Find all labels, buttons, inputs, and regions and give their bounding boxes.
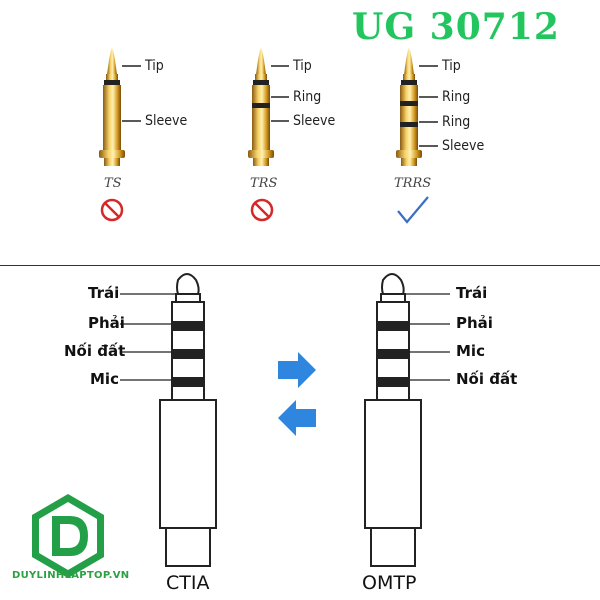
- omtp-label-right: Phải: [456, 314, 493, 332]
- trs-type: TRS: [250, 176, 278, 191]
- ctia-jack: [159, 273, 217, 567]
- arrow-left-icon: [278, 400, 316, 436]
- trrs-label-sleeve: Sleeve: [442, 138, 485, 154]
- ctia-label-left: Trái: [88, 284, 120, 302]
- trrs-label-tip: Tip: [442, 58, 461, 74]
- omtp-label-mic: Mic: [456, 342, 485, 360]
- arrow-right-icon: [278, 352, 316, 388]
- trrs-label-ring-2: Ring: [442, 114, 471, 130]
- ts-type: TS: [104, 176, 122, 191]
- brand-logo: [32, 494, 104, 578]
- ts-label-tip: Tip: [145, 58, 164, 74]
- no-icon: [100, 198, 124, 222]
- ctia-label-ground: Nối đất: [64, 342, 126, 360]
- ts-label-sleeve: Sleeve: [145, 113, 188, 129]
- omtp-label-left: Trái: [456, 284, 488, 302]
- trs-label-sleeve: Sleeve: [293, 113, 336, 129]
- trrs-type: TRRS: [394, 176, 432, 191]
- jack-diagram: [32, 273, 450, 578]
- ctia-label-right: Phải: [88, 314, 125, 332]
- trs-label-ring: Ring: [293, 89, 322, 105]
- no-icon: [250, 198, 274, 222]
- model-number: UG 30712: [352, 6, 560, 48]
- brand-name: DUYLINHLAPTOP.VN: [12, 570, 130, 581]
- ctia-caption: CTIA: [166, 572, 210, 594]
- omtp-label-ground: Nối đất: [456, 370, 518, 388]
- plug-illustrations: [99, 48, 438, 224]
- trrs-label-ring: Ring: [442, 89, 471, 105]
- trs-label-tip: Tip: [293, 58, 312, 74]
- ctia-label-mic: Mic: [90, 370, 119, 388]
- omtp-jack: [364, 273, 422, 567]
- omtp-caption: OMTP: [362, 572, 417, 594]
- ts-plug: [99, 48, 141, 166]
- check-icon: [397, 196, 429, 224]
- section-divider: [0, 265, 600, 266]
- trrs-plug: [396, 48, 438, 166]
- trs-plug: [248, 48, 289, 166]
